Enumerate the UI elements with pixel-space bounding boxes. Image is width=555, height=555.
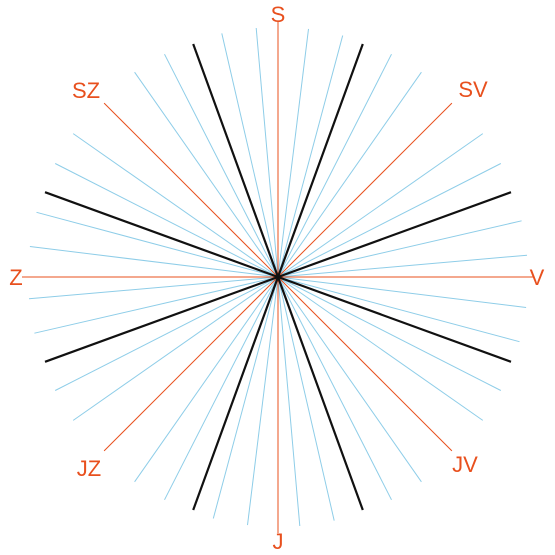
minor-ray [28,276,279,300]
minor-ray [29,246,279,278]
label-southeast: JV [452,452,478,477]
minor-ray [277,276,422,483]
direction-line [277,102,453,278]
direction-line [103,102,279,278]
primary-ray [276,276,364,511]
minor-ray [277,276,527,308]
primary-ray [277,191,512,279]
minor-ray [277,276,520,343]
label-west: Z [9,265,22,290]
primary-ray [192,43,280,278]
minor-ray [34,276,279,334]
minor-ray [277,276,392,501]
minor-ray [277,276,502,391]
label-north: S [271,2,286,27]
label-south: J [273,529,284,554]
primary-ray [192,276,280,511]
minor-ray [164,276,279,501]
label-southwest: JZ [77,456,101,481]
primary-ray [277,275,512,363]
label-east: V [530,265,545,290]
minor-ray [277,276,335,521]
minor-ray [212,276,279,519]
minor-ray [134,71,279,278]
minor-ray [277,163,502,278]
primary-ray [44,275,279,363]
minor-ray [277,35,344,278]
minor-ray [277,220,522,278]
label-northwest: SZ [72,78,100,103]
primary-rays-group [44,43,512,511]
label-northeast: SV [458,77,488,102]
minor-ray [255,27,279,278]
minor-ray [277,53,392,278]
direction-lines-group [22,21,534,533]
minor-ray [164,53,279,278]
minor-ray [72,133,279,278]
minor-ray [36,211,279,278]
primary-ray [276,43,364,278]
minor-ray [277,254,528,278]
minor-ray [72,276,279,421]
minor-ray [247,276,279,526]
minor-ray [277,71,422,278]
minor-ray [277,133,484,278]
minor-ray [134,276,279,483]
minor-ray [221,33,279,278]
minor-ray [54,276,279,391]
minor-ray [277,276,301,527]
minor-rays-group [28,27,528,527]
minor-ray [277,28,309,278]
direction-line [103,276,279,452]
minor-ray [277,276,484,421]
minor-ray [54,163,279,278]
primary-ray [44,191,279,279]
direction-line [277,276,453,452]
